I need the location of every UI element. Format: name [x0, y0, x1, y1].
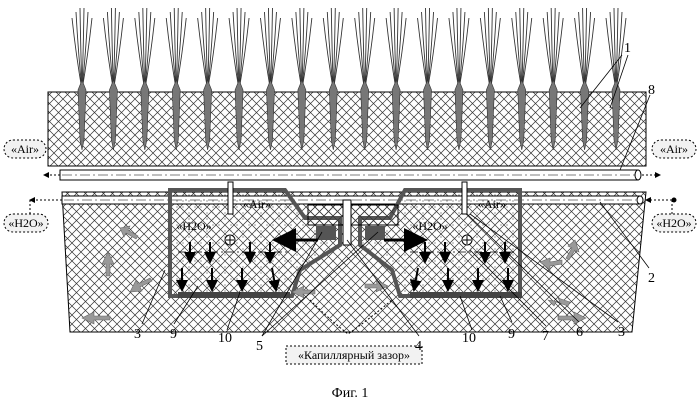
callout-1: 1 [624, 41, 631, 56]
h2o-label-left-tank: «H2O» [176, 219, 211, 233]
h2o-tag-right: «H2O» [652, 214, 696, 232]
air-label-right-tank: «Air» [478, 197, 506, 211]
callout-9-left: 9 [170, 327, 177, 342]
callout-3-right: 3 [618, 325, 625, 340]
air-tag-left: «Air» [4, 140, 46, 158]
h2o-label-right-tank: «H2O» [412, 219, 447, 233]
callout-6: 6 [576, 325, 583, 340]
air-pipe [60, 170, 641, 180]
callout-5: 5 [256, 339, 263, 354]
air-label-left-tank: «Air» [243, 197, 271, 211]
air-tag-right: «Air» [652, 140, 696, 158]
svg-text:«H2O»: «H2O» [8, 216, 43, 230]
h2o-tag-left: «H2O» [4, 214, 48, 232]
callout-3-left: 3 [134, 327, 141, 342]
svg-text:«Air»: «Air» [660, 142, 688, 156]
callout-8: 8 [648, 83, 655, 98]
svg-text:«H2O»: «H2O» [656, 216, 691, 230]
callout-4: 4 [415, 339, 422, 354]
svg-text:«Air»: «Air» [11, 142, 39, 156]
callout-10-right: 10 [462, 331, 476, 346]
callout-10-left: 10 [218, 331, 232, 346]
capillary-gap-label: «Капиллярный зазор» [286, 346, 422, 364]
callout-9-right: 9 [508, 327, 515, 342]
water-pipe [62, 196, 643, 204]
callout-2: 2 [648, 271, 655, 286]
callout-7: 7 [542, 329, 549, 344]
figure-caption: Фиг. 1 [332, 386, 369, 401]
svg-text:«Капиллярный зазор»: «Капиллярный зазор» [298, 348, 410, 362]
